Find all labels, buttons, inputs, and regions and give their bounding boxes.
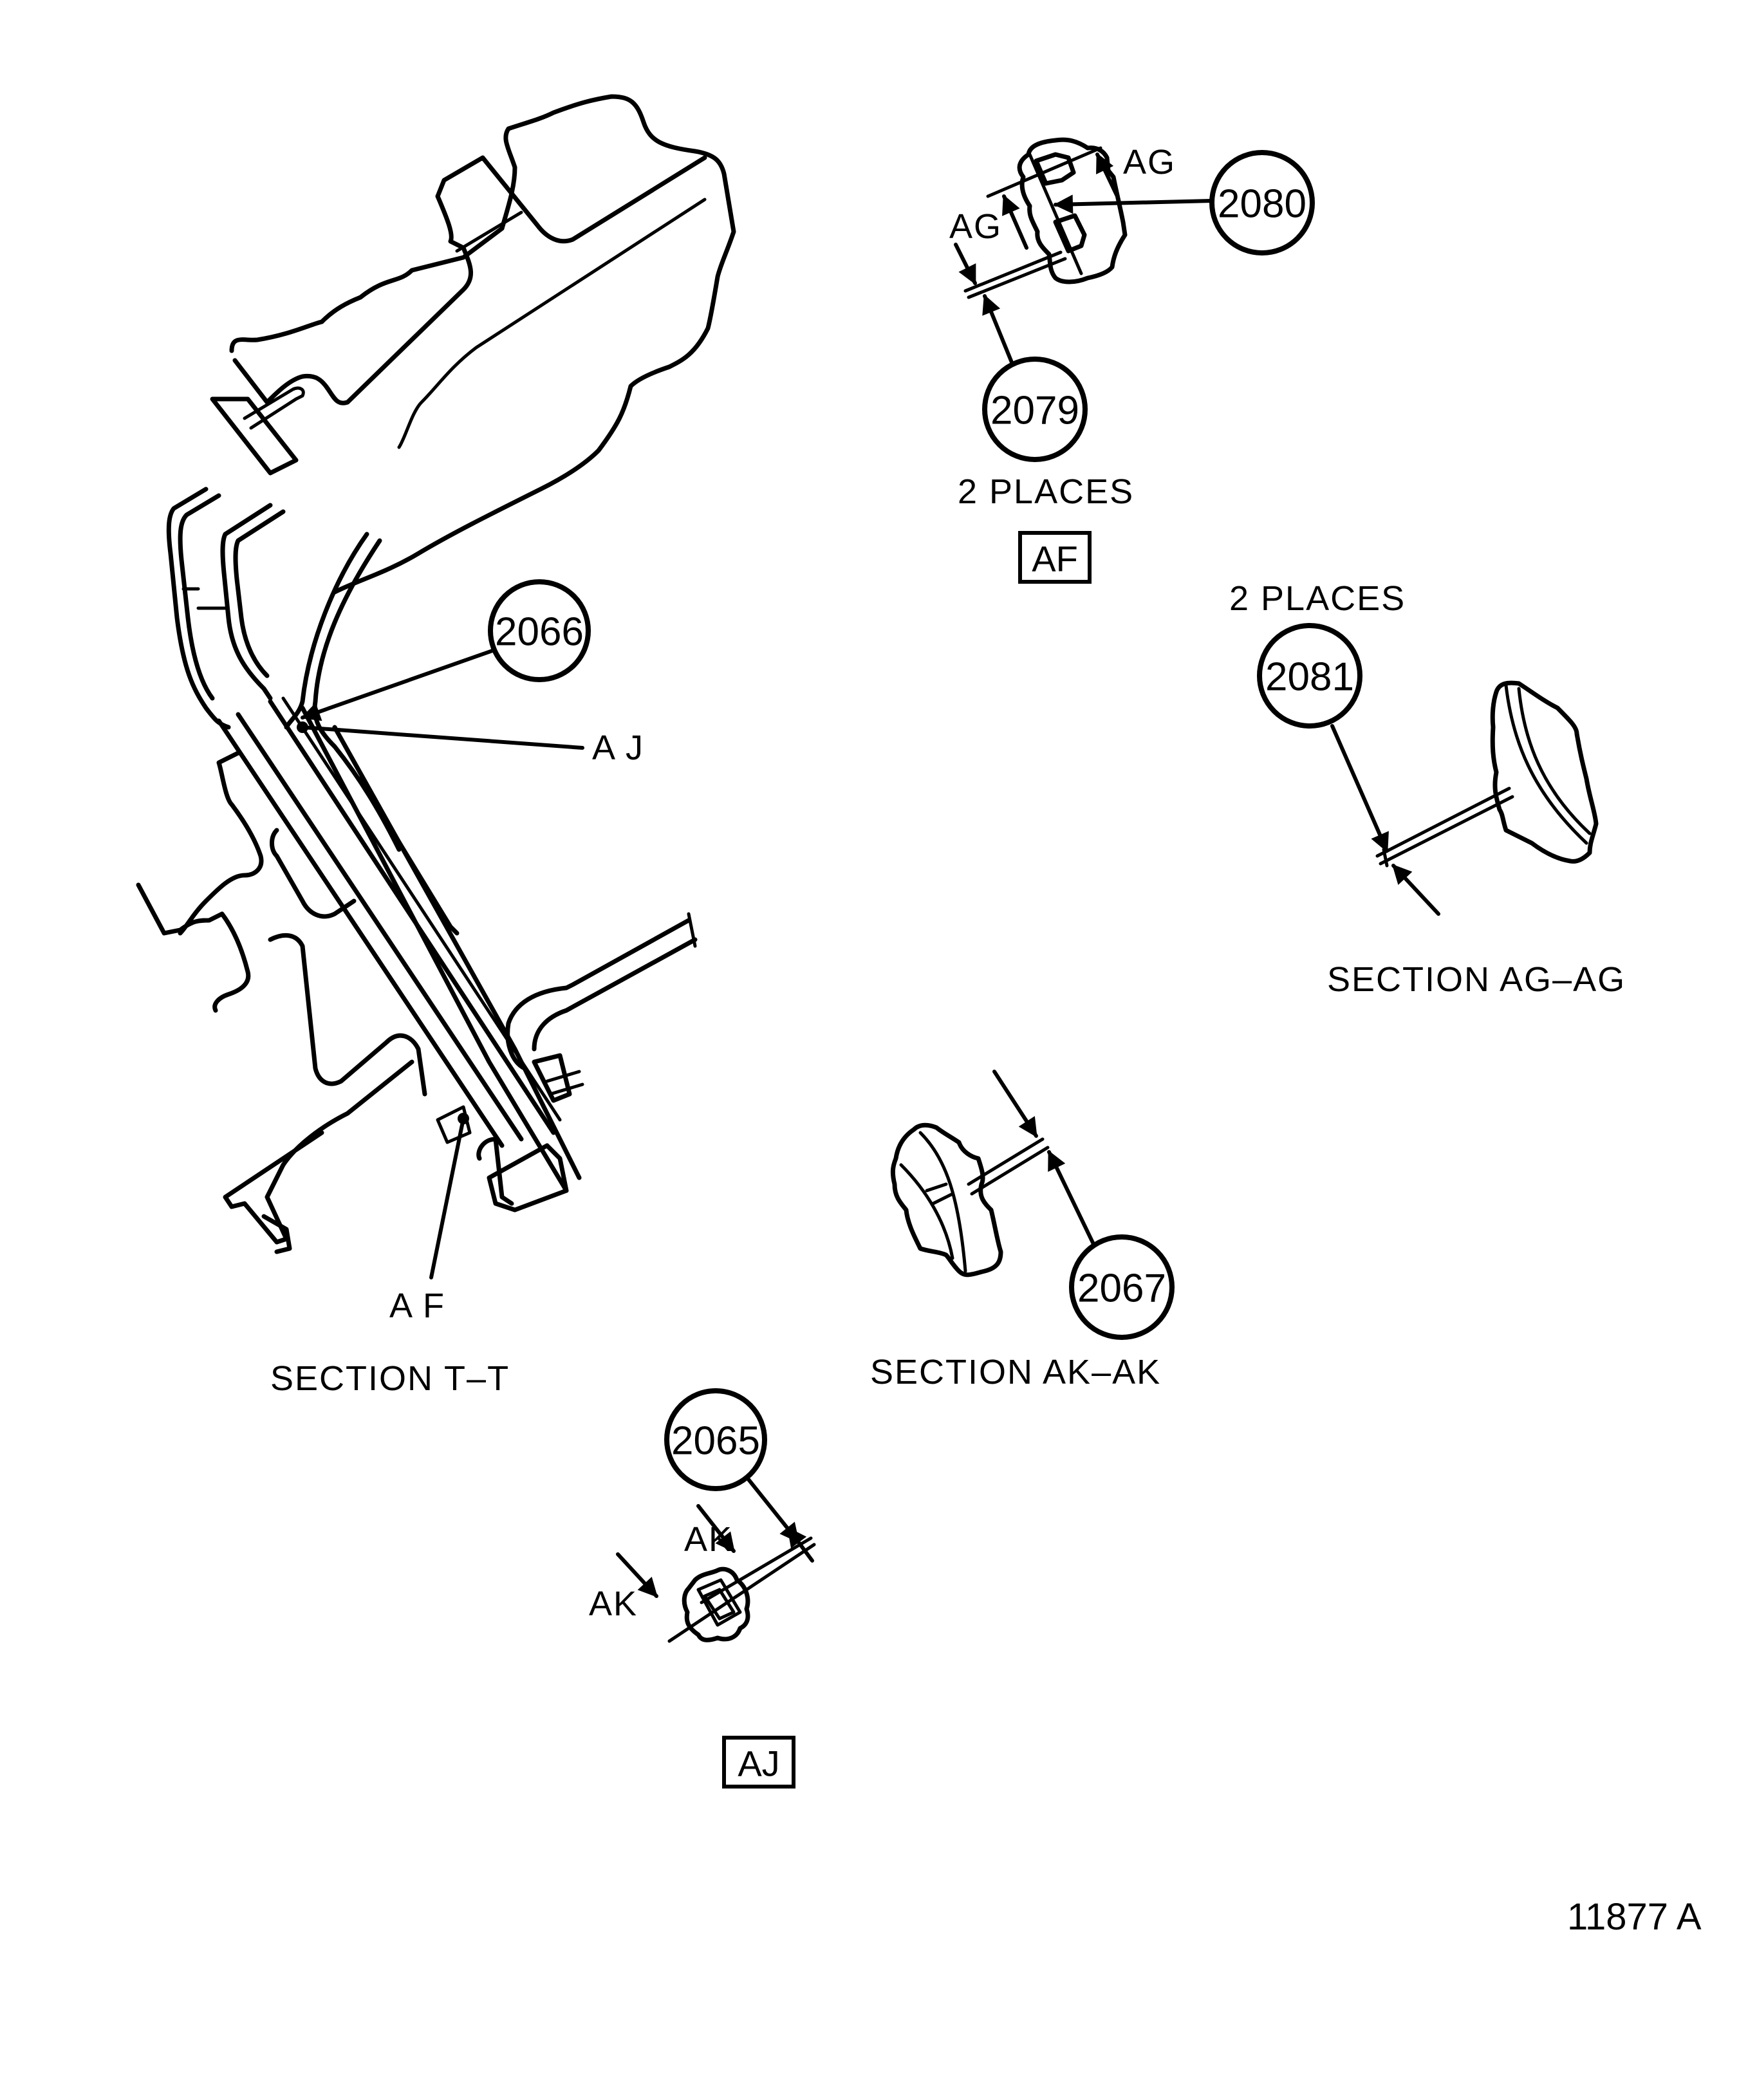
section-ak-ak-title: SECTION AK–AK bbox=[870, 1353, 1161, 1391]
section-t-t-title: SECTION T–T bbox=[270, 1359, 510, 1398]
ak-part-flange-2 bbox=[918, 1131, 967, 1273]
lower-frame-lug bbox=[261, 1214, 292, 1254]
section-arrow-af-2079 bbox=[954, 243, 977, 285]
ref-box-af-label: AF bbox=[1032, 539, 1078, 579]
mid-bracket bbox=[178, 750, 264, 936]
aj-shaft-upper bbox=[700, 1536, 813, 1604]
section-ak-ak-drawing bbox=[890, 1070, 1050, 1278]
cut-label-ag-upper: AG bbox=[1123, 143, 1176, 181]
section-t-t-drawing bbox=[136, 94, 736, 1254]
upper-casing-outline bbox=[229, 94, 736, 595]
inner-duct-wall bbox=[220, 503, 273, 701]
ak-shaft-upper bbox=[967, 1137, 1045, 1186]
ak-section-arrow-top bbox=[992, 1070, 1038, 1138]
callout-2066-label: 2066 bbox=[495, 610, 584, 655]
af-detail-point bbox=[458, 1113, 469, 1124]
lower-cavity bbox=[268, 933, 427, 1097]
shroud-arc-2 bbox=[312, 538, 402, 852]
cut-label-ag-lower: AG bbox=[949, 207, 1002, 246]
callout-2079-label: 2079 bbox=[990, 389, 1079, 433]
ref-box-aj[interactable]: AJ bbox=[722, 1736, 795, 1789]
bottom-fitting bbox=[487, 1053, 572, 1213]
inner-duct-wall-2 bbox=[233, 509, 286, 678]
inner-cavity bbox=[270, 828, 357, 919]
figure-number: 11877 A bbox=[1567, 1896, 1702, 1938]
leader-2067 bbox=[1047, 1150, 1096, 1247]
fitting-stud bbox=[545, 1070, 584, 1096]
leader-af bbox=[429, 1117, 465, 1279]
leader-2081 bbox=[1330, 724, 1389, 853]
callout-2065-label: 2065 bbox=[671, 1419, 760, 1463]
lower-frame-arm bbox=[223, 1059, 414, 1245]
detail-ref-aj: A J bbox=[592, 729, 644, 767]
strut-left-edge bbox=[216, 718, 505, 1148]
note-2-places-ag: 2 PLACES bbox=[1229, 579, 1406, 618]
callout-2067[interactable]: 2067 bbox=[1069, 1234, 1175, 1340]
callout-2067-label: 2067 bbox=[1077, 1267, 1166, 1311]
ag-shaft-upper bbox=[1375, 786, 1511, 858]
outer-duct-wall-2 bbox=[178, 493, 221, 701]
ag-section-arrow bbox=[1391, 864, 1440, 916]
callout-2081[interactable]: 2081 bbox=[1257, 623, 1362, 729]
outer-duct-wall bbox=[166, 487, 231, 730]
callout-2066[interactable]: 2066 bbox=[488, 579, 591, 682]
detail-ref-af: A F bbox=[389, 1287, 445, 1325]
ref-box-aj-label: AJ bbox=[738, 1743, 779, 1784]
ak-shaft-lower bbox=[970, 1146, 1050, 1196]
strut-outer-right bbox=[358, 776, 460, 936]
leader-2080 bbox=[1054, 194, 1213, 214]
detail-af-inner-tab-1 bbox=[1034, 152, 1076, 186]
aj-shaft-lower bbox=[667, 1543, 816, 1643]
ak-part-flange-1 bbox=[899, 1163, 954, 1260]
detail-af-cut-line-upper bbox=[986, 146, 1102, 198]
note-2-places-af: 2 PLACES bbox=[958, 472, 1134, 511]
cut-label-ak-upper: AK bbox=[684, 1520, 733, 1559]
aj-part-outline bbox=[682, 1566, 750, 1642]
detail-af-part-outline bbox=[1017, 137, 1128, 284]
leader-aj bbox=[301, 725, 584, 750]
bottom-nozzle bbox=[476, 1137, 514, 1206]
section-ag-ag-title: SECTION AG–AG bbox=[1327, 960, 1626, 999]
detail-af-drawing bbox=[954, 137, 1128, 299]
aj-detail-point bbox=[297, 721, 308, 733]
right-pipe-top bbox=[505, 918, 691, 1071]
ag-part-flange-2 bbox=[1517, 687, 1592, 835]
callout-2079[interactable]: 2079 bbox=[982, 357, 1088, 462]
ag-part-outline bbox=[1490, 680, 1599, 864]
upper-casing-inner bbox=[232, 155, 707, 405]
ak-part-outline bbox=[890, 1122, 1003, 1278]
ak-upper-arrow bbox=[696, 1504, 736, 1553]
callout-2080[interactable]: 2080 bbox=[1209, 150, 1315, 256]
ag-lower-arrow bbox=[1002, 194, 1028, 250]
leader-2065 bbox=[745, 1475, 800, 1543]
ak-part-divider bbox=[925, 1182, 954, 1205]
lower-left-frame bbox=[136, 882, 251, 1013]
flange-bolt bbox=[210, 396, 299, 476]
ak-lower-arrow bbox=[616, 1552, 658, 1598]
upper-casing-rib-2 bbox=[397, 198, 707, 449]
strut-left-edge-2 bbox=[236, 712, 524, 1142]
right-pipe-bottom bbox=[532, 937, 698, 1052]
bolt-shank bbox=[243, 386, 305, 430]
section-ag-ag-drawing bbox=[1375, 680, 1599, 916]
callout-2065[interactable]: 2065 bbox=[664, 1388, 767, 1491]
upper-casing-rib bbox=[455, 210, 523, 253]
ag-part-flange-1 bbox=[1504, 683, 1588, 845]
detail-af-cut-line-lower bbox=[963, 250, 1067, 299]
callout-2081-label: 2081 bbox=[1265, 655, 1354, 700]
callout-2080-label: 2080 bbox=[1218, 182, 1306, 227]
ag-shaft-lower bbox=[1379, 795, 1514, 866]
right-pipe-end bbox=[687, 912, 697, 948]
ag-upper-arrow bbox=[1095, 153, 1119, 197]
leader-2066 bbox=[301, 648, 496, 721]
detail-af-inner-tab-2 bbox=[1053, 213, 1087, 254]
leader-2079 bbox=[982, 294, 1014, 364]
cut-label-ak-lower: AK bbox=[589, 1584, 638, 1623]
ref-box-af[interactable]: AF bbox=[1018, 531, 1092, 584]
seal-ring bbox=[436, 1105, 472, 1144]
